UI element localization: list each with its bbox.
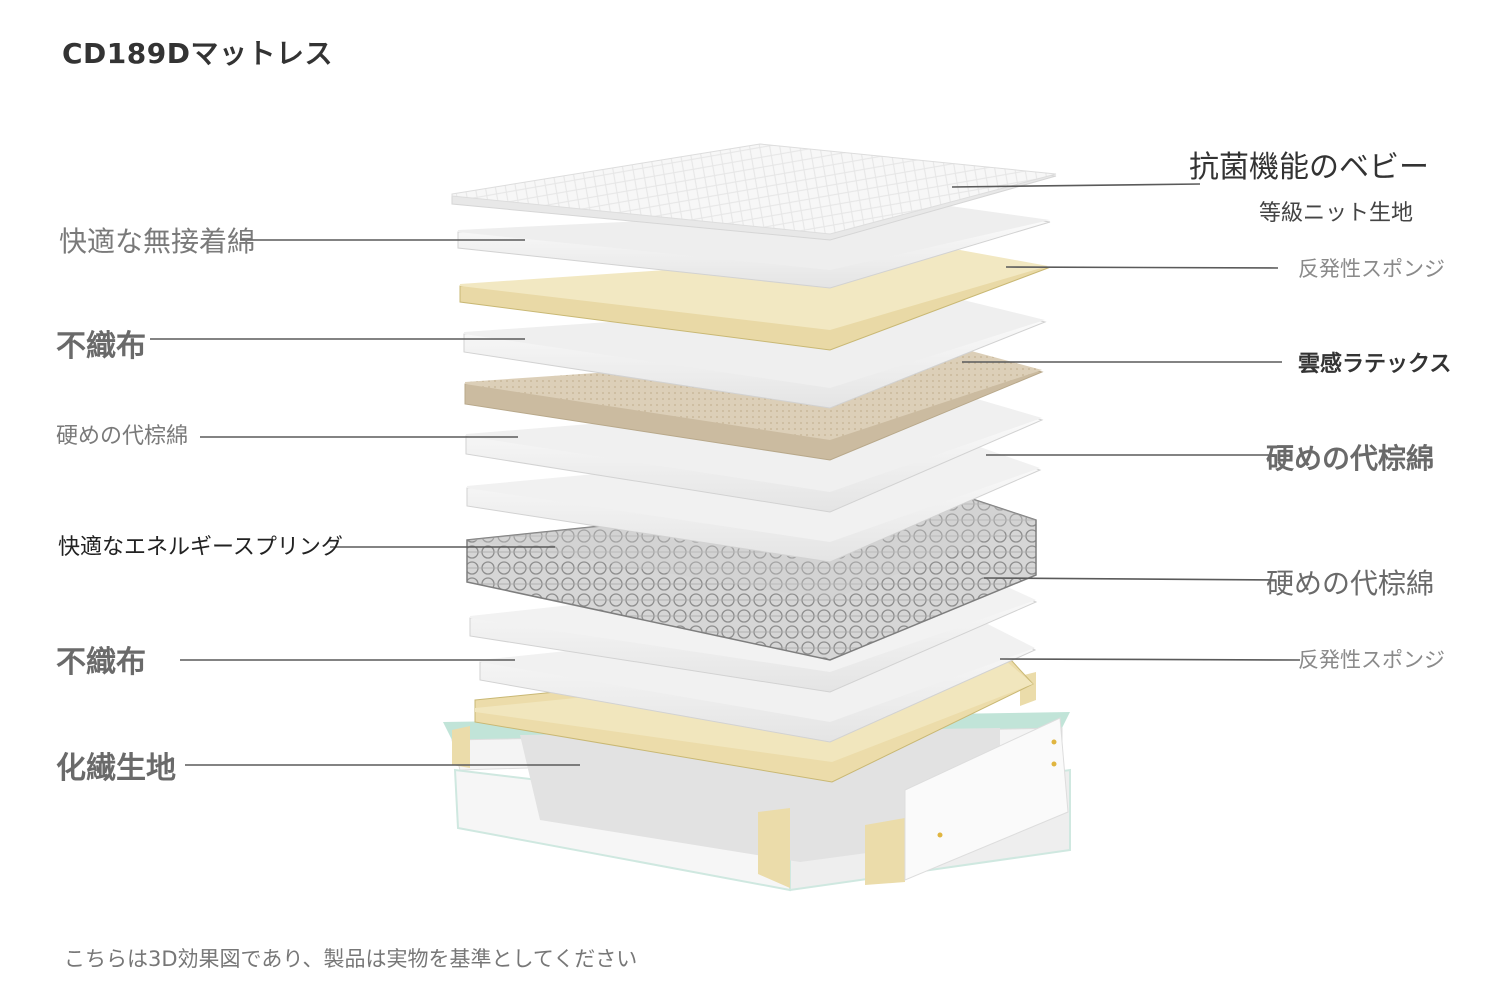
leader-sponge-bottom: [999, 658, 1301, 661]
page-title: CD189Dマットレス: [62, 37, 333, 70]
label-palm-right-2: 硬めの代棕綿: [1266, 567, 1435, 600]
label-nonwoven-top: 不織布: [56, 329, 146, 364]
label-comfort-cotton: 快適な無接着綿: [59, 225, 256, 258]
disclaimer-note: こちらは3D効果図であり、製品は実物を基準としてください: [64, 947, 638, 971]
label-knit-line2: 等級ニット生地: [1259, 201, 1414, 226]
leader-lines: [150, 183, 1301, 766]
base-frame: [443, 672, 1071, 892]
label-knit-line1: 抗菌機能のベビー: [1189, 150, 1429, 185]
label-palm-right-1: 硬めの代棕綿: [1266, 442, 1435, 475]
label-energy-spring: 快適なエネルギースプリング: [58, 535, 343, 560]
label-synthetic-fabric: 化繊生地: [56, 751, 176, 786]
leader-sponge-top: [1005, 266, 1279, 269]
label-sponge-top: 反発性スポンジ: [1298, 257, 1445, 281]
label-palm-left: 硬めの代棕綿: [56, 424, 189, 449]
label-cloud-latex: 雲感ラテックス: [1298, 352, 1452, 377]
label-nonwoven-bottom: 不織布: [56, 645, 146, 680]
leader-knit: [951, 183, 1201, 188]
leader-palm-right-2: [983, 577, 1277, 581]
label-sponge-bottom: 反発性スポンジ: [1298, 648, 1445, 672]
layer-antibacterial-knit: [451, 143, 1057, 241]
